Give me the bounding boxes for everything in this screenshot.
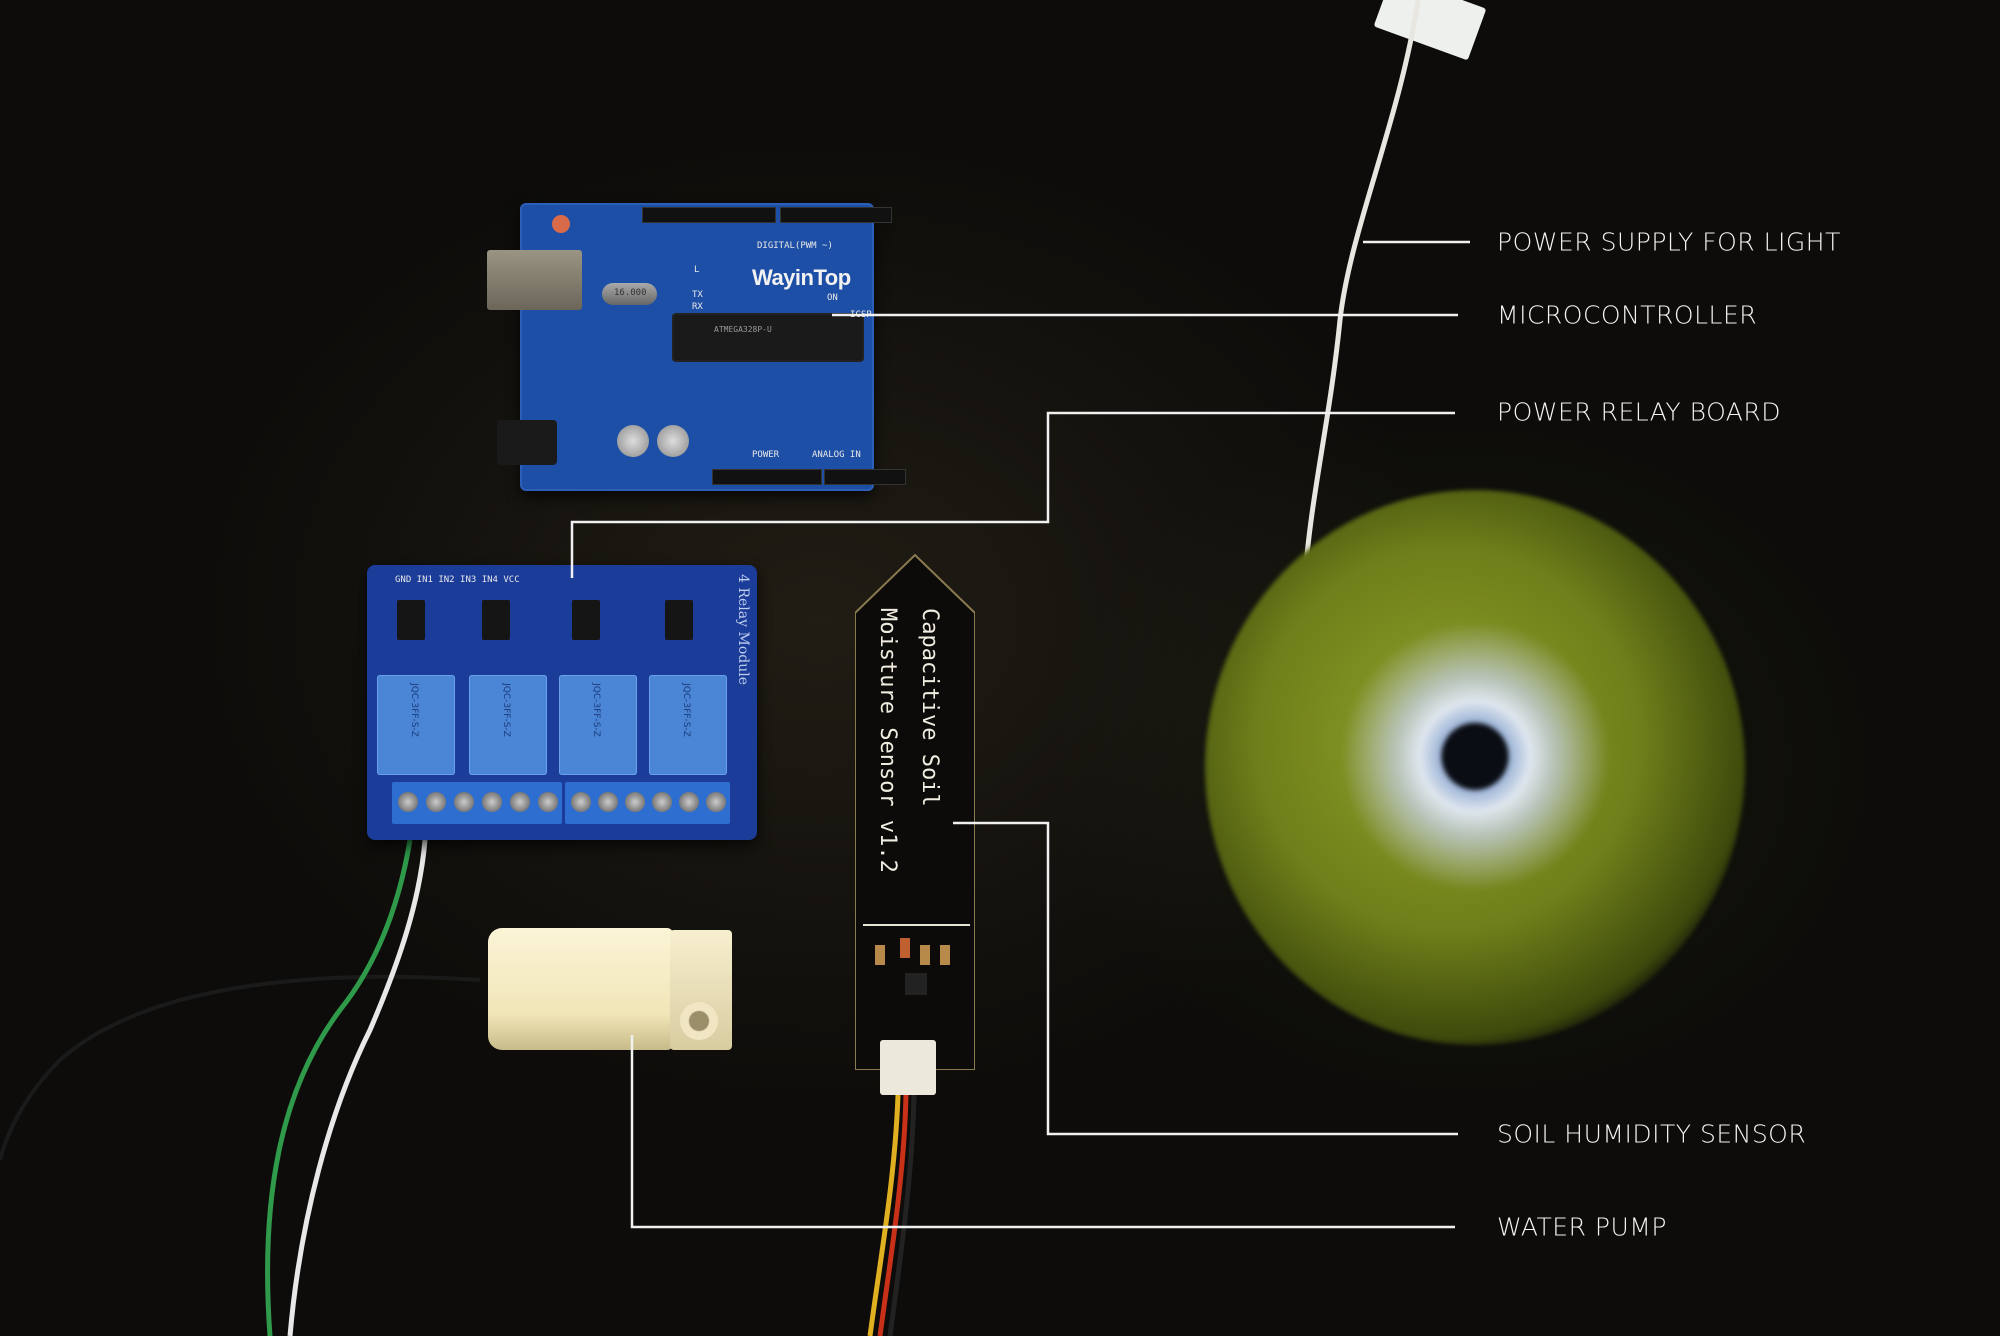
microcontroller-board: 16.000 ATMEGA328P-U WayinTop DIGITAL(PWM…: [487, 203, 906, 491]
crystal-oscillator: 16.000: [602, 283, 657, 305]
water-pump: [480, 920, 745, 1055]
analog-header: [824, 469, 906, 485]
relay: JQC-3FF-S-Z: [649, 675, 727, 775]
relay-board: GND IN1 IN2 IN3 IN4 VCC JQC-3FF-S-Z JQC-…: [367, 565, 757, 840]
sensor-connector: [880, 1040, 936, 1095]
digital-header-left: [642, 207, 776, 223]
optocoupler: [572, 600, 600, 640]
pump-body: [488, 928, 673, 1050]
sensor-yellow-wire: [867, 1094, 901, 1336]
screw-terminal: [565, 782, 730, 824]
pump-black-wire: [0, 974, 481, 1161]
label-water-pump: WATER PUMP: [1497, 1212, 1667, 1242]
dc-jack: [497, 420, 557, 465]
sensor-title-line1: Capacitive Soil: [917, 608, 942, 807]
pump-outlet: [680, 1002, 718, 1040]
moss-light-sculpture: [1205, 490, 1745, 1045]
analog-label: ANALOG IN: [812, 450, 861, 460]
soil-moisture-sensor: Capacitive Soil Moisture Sensor v1.2: [855, 553, 975, 1070]
leader-line-soil-sensor: [953, 821, 1458, 1136]
power-label: POWER: [752, 450, 780, 460]
on-led-label: ON: [827, 293, 838, 303]
board-brand: WayinTop: [752, 265, 851, 290]
optocoupler: [665, 600, 693, 640]
capacitor: [617, 425, 649, 457]
sensor-black-wire: [887, 1094, 917, 1336]
l-led-label: L: [694, 265, 700, 275]
leader-line-relay-board: [570, 411, 1455, 578]
relay-input-pins: GND IN1 IN2 IN3 IN4 VCC: [395, 575, 520, 585]
sensor-red-wire: [877, 1094, 909, 1336]
relay: JQC-3FF-S-Z: [559, 675, 637, 775]
power-header: [712, 469, 822, 485]
sensor-pcb-shape: [855, 553, 975, 1070]
label-soil-sensor: SOIL HUMIDITY SENSOR: [1497, 1119, 1807, 1149]
screw-terminal: [392, 782, 562, 824]
optocoupler: [397, 600, 425, 640]
relay: JQC-3FF-S-Z: [469, 675, 547, 775]
green-wire: [265, 839, 413, 1336]
optocoupler: [482, 600, 510, 640]
relay: JQC-3FF-S-Z: [377, 675, 455, 775]
usb-port: [487, 250, 582, 310]
sensor-title-line2: Moisture Sensor v1.2: [875, 608, 900, 873]
chip-text: ATMEGA328P-U: [714, 325, 772, 334]
digital-header-right: [780, 207, 892, 223]
reset-button: [552, 215, 570, 233]
leader-line-water-pump: [630, 1035, 1455, 1229]
tx-label: TX: [692, 290, 703, 300]
capacitor: [657, 425, 689, 457]
label-microcontroller: MICROCONTROLLER: [1497, 300, 1758, 330]
crystal-text: 16.000: [614, 288, 647, 298]
white-wire: [287, 839, 428, 1336]
digital-label: DIGITAL(PWM ~): [757, 241, 833, 251]
light-power-wire: [1302, 0, 1421, 581]
label-relay-board: POWER RELAY BOARD: [1497, 397, 1782, 427]
rx-label: RX: [692, 302, 703, 312]
atmega-chip: ATMEGA328P-U: [674, 315, 862, 360]
label-power-supply: POWER SUPPLY FOR LIGHT: [1497, 227, 1841, 257]
